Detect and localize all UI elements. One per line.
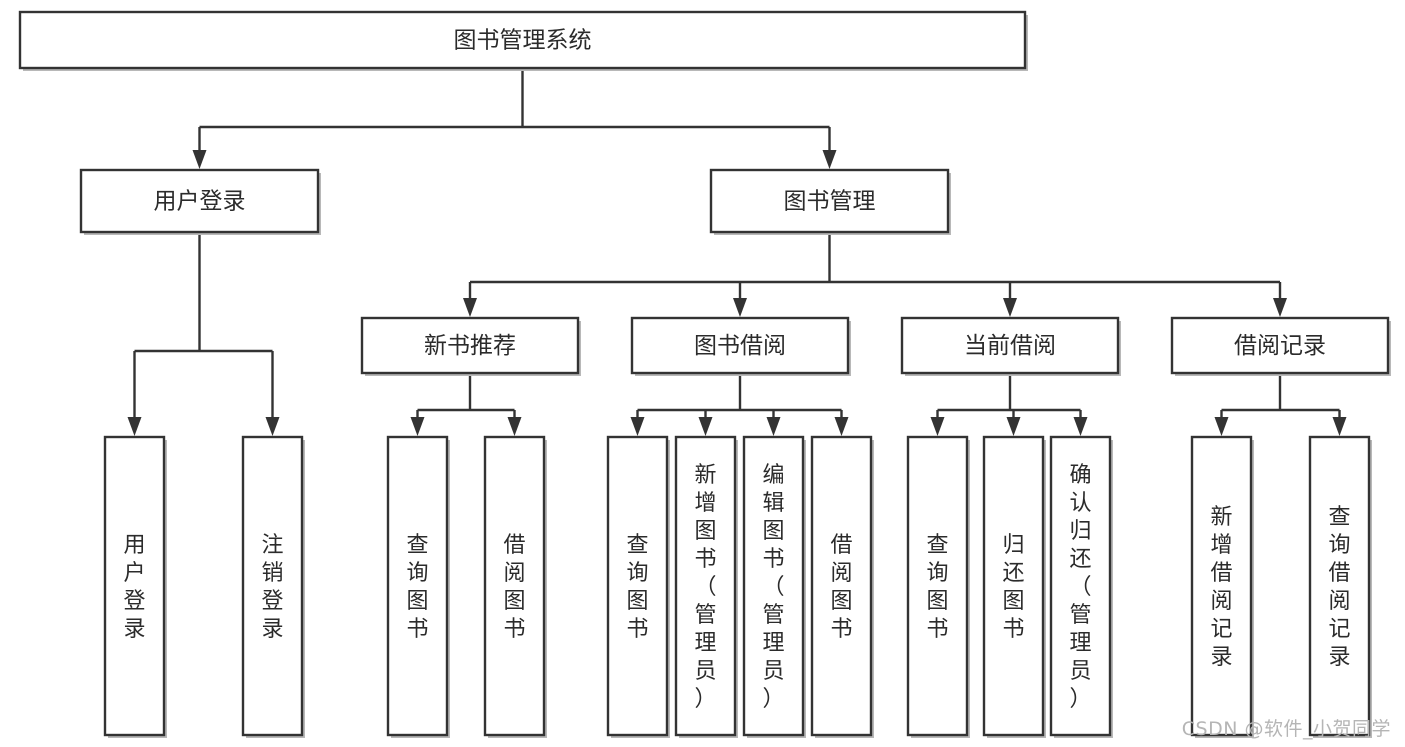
node-l-bq-query[interactable]: 查询图书 xyxy=(606,435,670,738)
node-label: 查询借阅记录 xyxy=(1328,505,1350,670)
node-l-rec-add[interactable]: 新增借阅记录 xyxy=(1190,435,1254,738)
node-label: 归还图书 xyxy=(1002,533,1024,642)
node-n-borrow[interactable]: 图书借阅 xyxy=(630,316,851,376)
node-label: 图书管理 xyxy=(784,189,876,215)
node-label: 注销登录 xyxy=(261,533,283,642)
node-label: 查询图书 xyxy=(926,533,948,642)
node-l-rec-query[interactable]: 查询借阅记录 xyxy=(1308,435,1372,738)
node-label: 用户登录 xyxy=(123,533,145,642)
node-l-user-logout[interactable]: 注销登录 xyxy=(241,435,305,738)
node-label: 确认归还（管理员） xyxy=(1069,463,1091,712)
node-l-bq-borrow[interactable]: 借阅图书 xyxy=(810,435,874,738)
node-n-new-rec[interactable]: 新书推荐 xyxy=(360,316,581,376)
node-label: 借阅记录 xyxy=(1234,333,1326,359)
node-label: 借阅图书 xyxy=(503,533,525,642)
node-label: 用户登录 xyxy=(154,189,246,215)
node-l-cb-return[interactable]: 归还图书 xyxy=(982,435,1046,738)
node-label: 图书管理系统 xyxy=(454,28,592,54)
node-label: 查询图书 xyxy=(626,533,648,642)
node-n-records[interactable]: 借阅记录 xyxy=(1170,316,1391,376)
node-l-nr-borrow[interactable]: 借阅图书 xyxy=(483,435,547,738)
node-root[interactable]: 图书管理系统 xyxy=(18,10,1028,71)
node-l-cb-query[interactable]: 查询图书 xyxy=(906,435,970,738)
node-l-user-login[interactable]: 用户登录 xyxy=(103,435,167,738)
node-label: 查询图书 xyxy=(406,533,428,642)
node-l-bq-edit[interactable]: 编辑图书（管理员） xyxy=(742,435,806,738)
node-l-nr-query[interactable]: 查询图书 xyxy=(386,435,450,738)
node-n-book-mgmt[interactable]: 图书管理 xyxy=(709,168,951,235)
node-label: 当前借阅 xyxy=(964,333,1056,359)
node-n-current[interactable]: 当前借阅 xyxy=(900,316,1121,376)
node-n-user-login[interactable]: 用户登录 xyxy=(79,168,321,235)
node-label: 图书借阅 xyxy=(694,333,786,359)
connector-layer xyxy=(127,68,1347,436)
node-label: 新增借阅记录 xyxy=(1210,505,1232,670)
node-layer: 图书管理系统用户登录图书管理新书推荐图书借阅当前借阅借阅记录用户登录注销登录查询… xyxy=(18,10,1391,738)
node-label: 新书推荐 xyxy=(424,333,516,359)
node-l-bq-add[interactable]: 新增图书（管理员） xyxy=(674,435,738,738)
node-label: 编辑图书（管理员） xyxy=(762,463,784,712)
csdn-watermark: CSDN @软件_小贺同学 xyxy=(1181,718,1391,740)
node-label: 新增图书（管理员） xyxy=(694,463,716,712)
node-l-cb-confirm[interactable]: 确认归还（管理员） xyxy=(1049,435,1113,738)
node-label: 借阅图书 xyxy=(830,533,852,642)
